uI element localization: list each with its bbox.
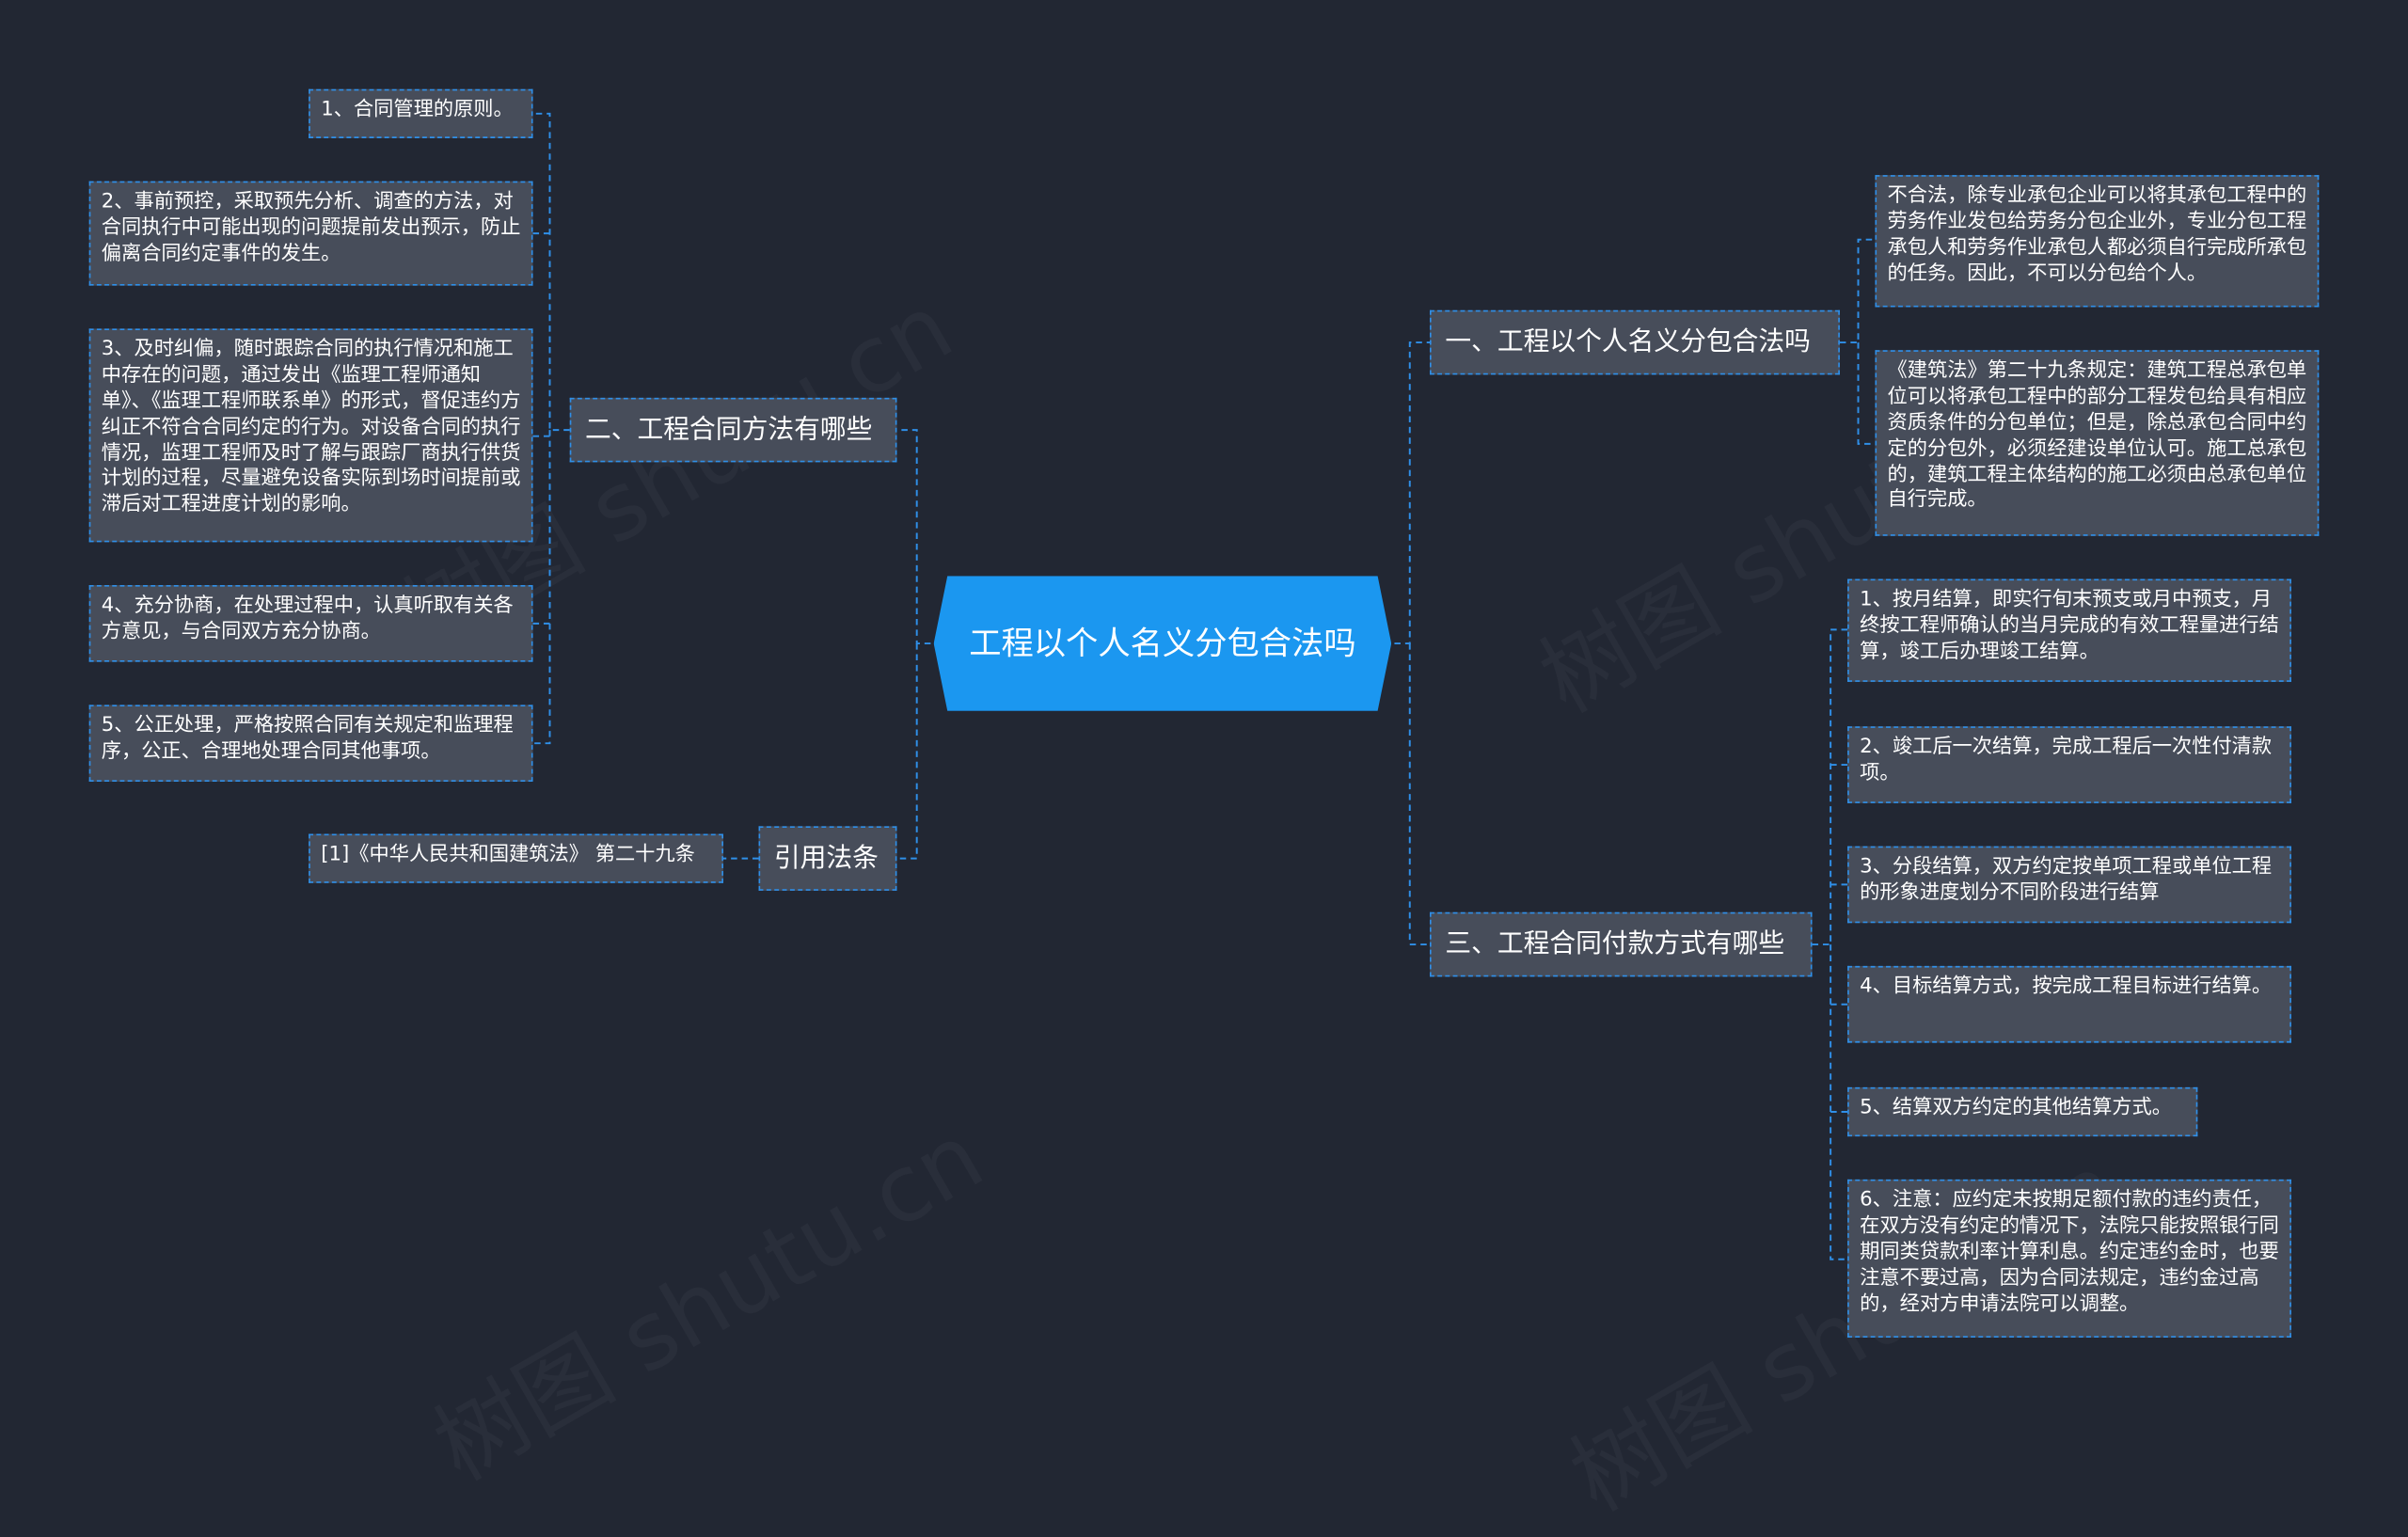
root-topic[interactable]: 工程以个人名义分包合法吗: [933, 576, 1392, 711]
payment-item-5[interactable]: 5、结算双方约定的其他结算方式。: [1847, 1086, 2198, 1137]
legal-item-2[interactable]: 《建筑法》第二十九条规定：建筑工程总承包单位可以将承包工程中的部分工程发包给具有…: [1875, 350, 2320, 536]
payment-item-2[interactable]: 2、竣工后一次结算，完成工程后一次性付清款项。: [1847, 726, 2291, 803]
method-item-5[interactable]: 5、公正处理，严格按照合同有关规定和监理程序，公正、合理地处理合同其他事项。: [88, 705, 533, 783]
branch-subcontract-legality[interactable]: 一、工程以个人名义分包合法吗: [1429, 309, 1840, 375]
method-item-3[interactable]: 3、及时纠偏，随时跟踪合同的执行情况和施工中存在的问题，通过发出《监理工程师通知…: [88, 328, 533, 543]
method-item-2[interactable]: 2、事前预控，采取预先分析、调查的方法，对合同执行中可能出现的问题提前发出预示，…: [88, 181, 533, 286]
connector-lines: [532, 112, 1876, 1260]
payment-item-1[interactable]: 1、按月结算，即实行旬末预支或月中预支，月终按工程师确认的当月完成的有效工程量进…: [1847, 578, 2291, 682]
payment-item-6[interactable]: 6、注意：应约定未按期足额付款的违约责任，在双方没有约定的情况下，法院只能按照银…: [1847, 1179, 2291, 1339]
method-item-1[interactable]: 1、合同管理的原则。: [309, 88, 533, 138]
law-item-1[interactable]: [1]《中华人民共和国建筑法》 第二十九条: [309, 833, 723, 883]
payment-item-3[interactable]: 3、分段结算，双方约定按单项工程或单位工程的形象进度划分不同阶段进行结算: [1847, 846, 2291, 924]
mind-map: 树图 shutu.cn 树图 shutu.cn 树图 shutu.cn 树图 s…: [88, 88, 2320, 1339]
legal-item-1[interactable]: 不合法，除专业承包企业可以将其承包工程中的劳务作业发包给劳务分包企业外，专业分包…: [1875, 175, 2320, 308]
branch-cited-law[interactable]: 引用法条: [758, 826, 897, 891]
method-item-4[interactable]: 4、充分协商，在处理过程中，认真听取有关各方意见，与合同双方充分协商。: [88, 585, 533, 662]
branch-contract-methods[interactable]: 二、工程合同方法有哪些: [569, 397, 897, 463]
branch-payment-methods[interactable]: 三、工程合同付款方式有哪些: [1429, 911, 1813, 977]
payment-item-4[interactable]: 4、目标结算方式，按完成工程目标进行结算。: [1847, 965, 2291, 1043]
